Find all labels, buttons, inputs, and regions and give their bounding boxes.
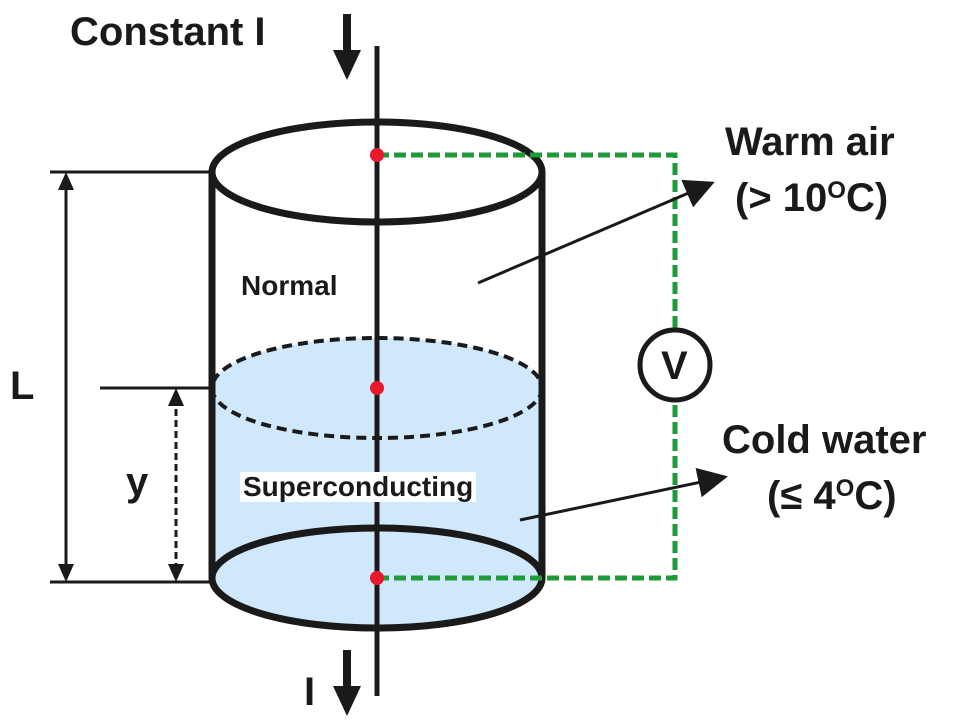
length-arrow-top xyxy=(58,172,74,190)
height-label: y xyxy=(126,460,149,504)
cold-water-title: Cold water xyxy=(722,418,927,462)
height-arrow-bottom xyxy=(168,564,184,582)
length-arrow-bottom xyxy=(58,564,74,582)
cold-water-pointer xyxy=(519,467,728,522)
warm-air-temp-prefix: (> 10 xyxy=(735,176,828,220)
warm-air-temp-suffix: C) xyxy=(845,176,889,220)
normal-region-label: Normal xyxy=(241,270,338,301)
superconducting-region-label: Superconducting xyxy=(240,472,477,502)
probe-dot-top xyxy=(370,148,384,162)
warm-air-temp-degree: O xyxy=(827,176,846,204)
current-out-label: I xyxy=(304,670,316,714)
warm-air-pointer xyxy=(477,179,715,285)
probe-dot-bottom xyxy=(370,571,384,585)
current-in-label: Constant I xyxy=(70,10,266,54)
voltmeter-label: V xyxy=(661,344,688,388)
probe-dot-middle xyxy=(370,381,384,395)
height-arrow-top xyxy=(168,388,184,406)
probe-lead-top xyxy=(377,152,678,335)
current-in-arrow xyxy=(333,14,361,80)
length-label: L xyxy=(10,364,35,408)
current-out-arrow xyxy=(333,650,361,716)
warm-air-title: Warm air xyxy=(725,120,895,164)
warm-air-temp: (> 10OC) xyxy=(735,178,888,218)
cold-water-temp-degree: O xyxy=(835,474,855,502)
voltmeter-circle xyxy=(637,327,713,403)
probe-lead-bottom xyxy=(377,395,678,581)
cold-water-temp-suffix: C) xyxy=(854,474,897,518)
cold-water-temp-prefix: (≤ 4 xyxy=(767,474,836,518)
cold-water-temp: (≤ 4OC) xyxy=(767,476,897,516)
